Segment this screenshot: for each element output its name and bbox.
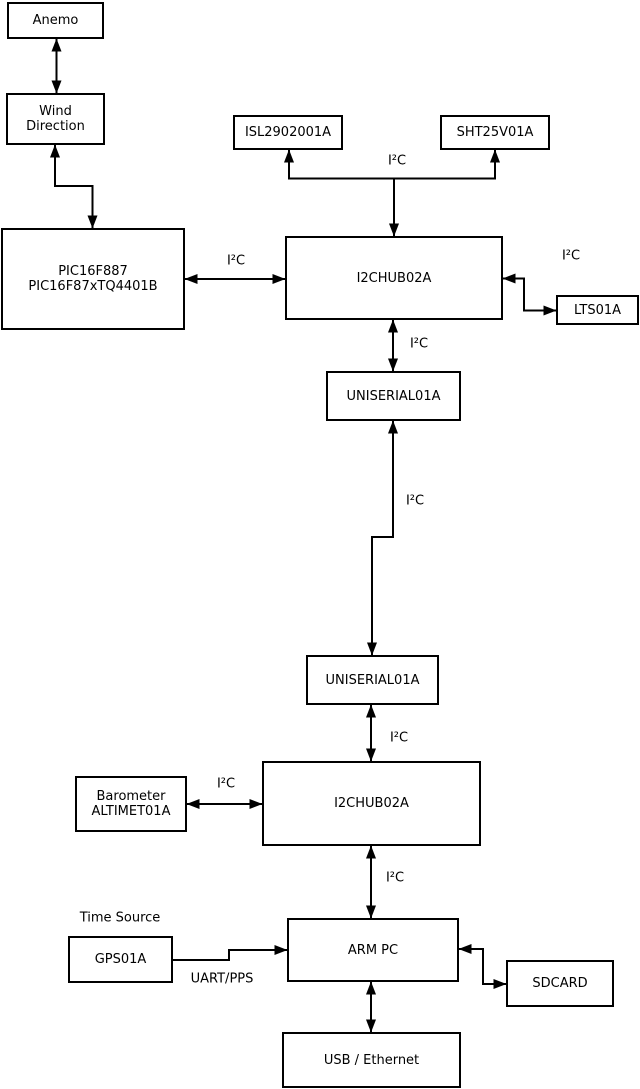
edge-label-time-source: Time Source bbox=[79, 910, 161, 926]
node-i2chub-top: I2CHUB02A bbox=[285, 236, 503, 320]
edge-label-i2c-sensor-bus: I²C bbox=[387, 153, 407, 169]
connector-armpc-sdcard bbox=[458, 944, 507, 989]
node-isl2902001a: ISL2902001A bbox=[233, 115, 343, 150]
node-gps01a: GPS01A bbox=[68, 936, 173, 983]
edge-label-i2c-hub-lts: I²C bbox=[561, 248, 581, 264]
edge-label-i2c-pic-hub: I²C bbox=[226, 253, 246, 269]
edge-label-i2c-uniserial-link: I²C bbox=[405, 493, 425, 509]
connector-winddirection-pic bbox=[50, 144, 98, 229]
node-barometer-altimet01a: Barometer ALTIMET01A bbox=[75, 776, 187, 832]
edge-label-i2c-hub-uniserial: I²C bbox=[409, 336, 429, 352]
node-wind-direction: Wind Direction bbox=[6, 93, 105, 145]
edge-label-i2c-barometer-hub: I²C bbox=[216, 776, 236, 792]
node-sht25v01a: SHT25V01A bbox=[440, 115, 550, 150]
node-uniserial-top: UNISERIAL01A bbox=[326, 371, 461, 421]
node-anemometer: Anemo bbox=[7, 2, 104, 39]
node-lts01a: LTS01A bbox=[556, 295, 639, 325]
node-i2chub-bottom: I2CHUB02A bbox=[262, 761, 481, 846]
connector-gps-armpc bbox=[173, 945, 288, 961]
edge-label-i2c-uniserial-hub2: I²C bbox=[389, 730, 409, 746]
connector-sensor-bus bbox=[284, 149, 500, 180]
edge-label-uart-pps: UART/PPS bbox=[190, 971, 254, 987]
node-usb-ethernet: USB / Ethernet bbox=[282, 1032, 461, 1088]
connector-i2chub-lts bbox=[502, 273, 557, 316]
node-uniserial-bottom: UNISERIAL01A bbox=[306, 655, 439, 705]
edge-label-i2c-hub2-armpc: I²C bbox=[385, 870, 405, 886]
node-arm-pc: ARM PC bbox=[287, 918, 459, 982]
node-sdcard: SDCARD bbox=[506, 960, 614, 1007]
connector-uniserial-uniserial bbox=[367, 420, 398, 656]
node-pic-microcontroller: PIC16F887 PIC16F87xTQ4401B bbox=[1, 228, 185, 330]
